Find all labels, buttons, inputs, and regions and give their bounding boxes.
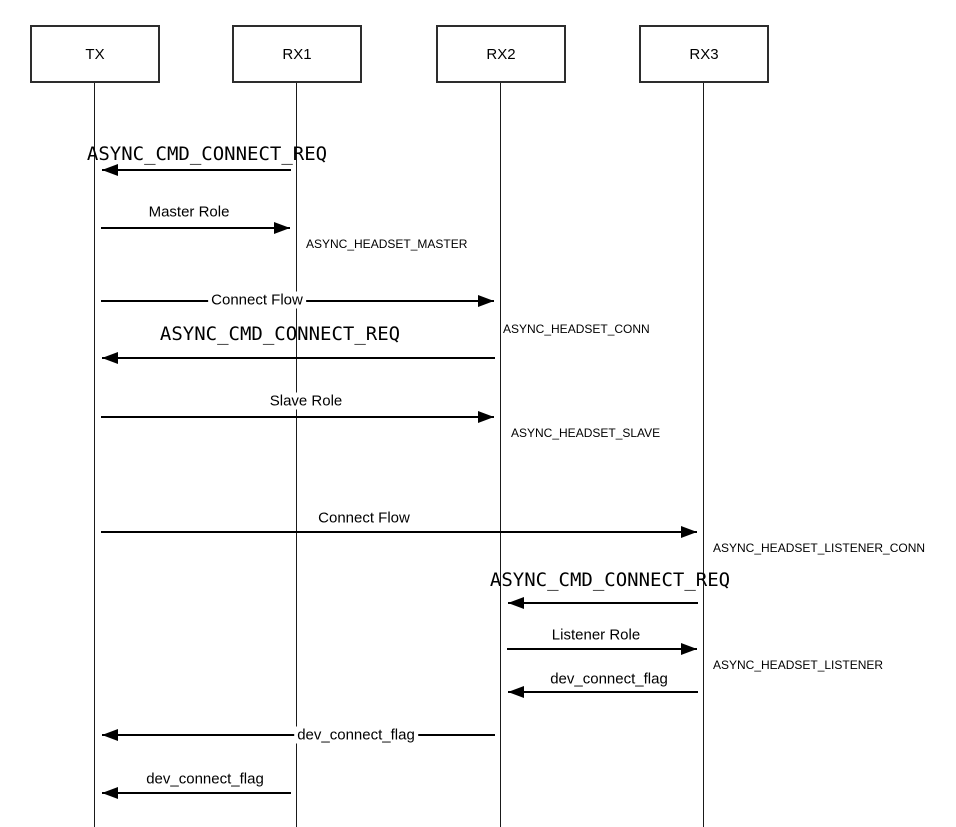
- message-arrow-line: [508, 602, 698, 604]
- message-label: ASYNC_CMD_CONNECT_REQ: [489, 569, 731, 591]
- state-note: ASYNC_HEADSET_MASTER: [306, 237, 468, 251]
- message-label: Connect Flow: [315, 509, 413, 527]
- state-note: ASYNC_HEADSET_SLAVE: [511, 426, 661, 440]
- actor-label-rx3: RX3: [689, 45, 719, 63]
- lifeline-rx1: [296, 83, 298, 827]
- actor-box-rx2: RX2: [436, 25, 566, 83]
- arrowhead-icon: [508, 686, 524, 698]
- lifeline-tx: [94, 83, 96, 827]
- message-label: dev_connect_flag: [143, 770, 267, 788]
- message-arrow-line: [101, 416, 494, 418]
- actor-label-tx: TX: [85, 45, 105, 63]
- state-note: ASYNC_HEADSET_LISTENER_CONN: [713, 541, 926, 555]
- arrowhead-icon: [102, 352, 118, 364]
- message-arrow-line: [507, 648, 697, 650]
- message-arrow-line: [508, 691, 698, 693]
- message-arrow-line: [102, 357, 495, 359]
- actor-label-rx2: RX2: [486, 45, 516, 63]
- message-label: Slave Role: [266, 392, 346, 410]
- arrowhead-icon: [681, 643, 697, 655]
- arrowhead-icon: [508, 597, 524, 609]
- arrowhead-icon: [102, 164, 118, 176]
- lifeline-rx3: [703, 83, 705, 827]
- message-label: Listener Role: [548, 626, 644, 644]
- actor-box-tx: TX: [30, 25, 160, 83]
- message-arrow-line: [101, 531, 697, 533]
- message-label: ASYNC_CMD_CONNECT_REQ: [86, 143, 328, 165]
- actor-label-rx1: RX1: [282, 45, 312, 63]
- arrowhead-icon: [478, 411, 494, 423]
- message-arrow-line: [101, 227, 290, 229]
- message-label: ASYNC_CMD_CONNECT_REQ: [159, 323, 401, 345]
- arrowhead-icon: [102, 787, 118, 799]
- arrowhead-icon: [102, 729, 118, 741]
- state-note: ASYNC_HEADSET_LISTENER: [713, 658, 884, 672]
- message-arrow-line: [102, 169, 291, 171]
- actor-box-rx1: RX1: [232, 25, 362, 83]
- arrowhead-icon: [274, 222, 290, 234]
- arrowhead-icon: [478, 295, 494, 307]
- arrowhead-icon: [681, 526, 697, 538]
- message-arrow-line: [102, 792, 291, 794]
- message-label: dev_connect_flag: [294, 726, 418, 744]
- state-note: ASYNC_HEADSET_CONN: [503, 322, 650, 336]
- message-label: Master Role: [145, 203, 233, 221]
- actor-box-rx3: RX3: [639, 25, 769, 83]
- message-label: dev_connect_flag: [547, 670, 671, 688]
- message-label: Connect Flow: [208, 291, 306, 309]
- lifeline-rx2: [500, 83, 502, 827]
